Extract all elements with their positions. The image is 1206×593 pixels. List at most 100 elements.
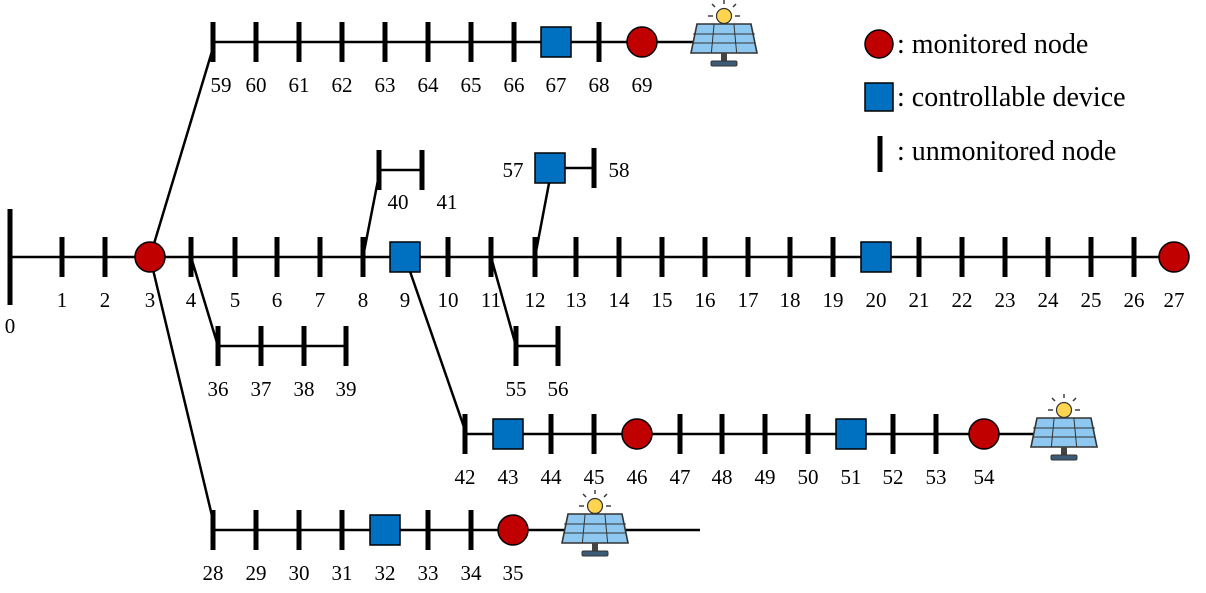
solar-panel-icon xyxy=(690,0,758,67)
node-label-51: 51 xyxy=(841,465,862,489)
node-67-controllable xyxy=(540,26,572,58)
line-link-4-36 xyxy=(189,256,220,347)
node-69-monitored xyxy=(626,26,658,58)
node-label-64: 64 xyxy=(418,73,440,97)
node-label-62: 62 xyxy=(332,73,353,97)
node-label-13: 13 xyxy=(566,288,587,312)
node-label-49: 49 xyxy=(755,465,776,489)
node-57-controllable xyxy=(534,152,566,184)
legend-controllable-marker xyxy=(864,82,894,112)
node-label-23: 23 xyxy=(995,288,1016,312)
node-label-16: 16 xyxy=(695,288,716,312)
node-label-3: 3 xyxy=(145,288,156,312)
node-20-controllable xyxy=(860,241,892,273)
node-label-50: 50 xyxy=(798,465,819,489)
node-label-24: 24 xyxy=(1038,288,1060,312)
node-label-68: 68 xyxy=(589,73,610,97)
node-label-41: 41 xyxy=(437,190,458,214)
node-label-43: 43 xyxy=(498,465,519,489)
line-link-3-59 xyxy=(148,47,215,258)
node-label-22: 22 xyxy=(952,288,973,312)
legend-monitored-label: : monitored node xyxy=(897,29,1088,60)
node-label-48: 48 xyxy=(712,465,733,489)
node-label-1: 1 xyxy=(57,288,68,312)
node-label-67: 67 xyxy=(546,73,567,97)
node-label-30: 30 xyxy=(289,561,310,585)
node-label-18: 18 xyxy=(780,288,801,312)
node-32-controllable xyxy=(369,514,401,546)
node-label-7: 7 xyxy=(315,288,326,312)
node-label-26: 26 xyxy=(1124,288,1145,312)
solar-panels xyxy=(561,0,1098,557)
node-46-monitored xyxy=(621,418,653,450)
node-label-42: 42 xyxy=(455,465,476,489)
node-label-25: 25 xyxy=(1081,288,1102,312)
node-label-17: 17 xyxy=(738,288,759,312)
node-label-65: 65 xyxy=(461,73,482,97)
legend-unmonitored-label: : unmonitored node xyxy=(897,136,1116,167)
legend-monitored-marker xyxy=(864,29,894,59)
node-label-34: 34 xyxy=(461,561,483,585)
node-label-61: 61 xyxy=(289,73,310,97)
node-label-10: 10 xyxy=(438,288,459,312)
node-label-11: 11 xyxy=(481,288,501,312)
node-label-56: 56 xyxy=(548,377,569,401)
node-label-12: 12 xyxy=(525,288,546,312)
node-label-35: 35 xyxy=(503,561,524,585)
line-link-3-28 xyxy=(148,256,215,521)
node-label-46: 46 xyxy=(627,465,648,489)
node-label-58: 58 xyxy=(609,158,630,182)
node-label-40: 40 xyxy=(388,190,409,214)
node-3-monitored xyxy=(134,241,166,273)
line-link-11-55 xyxy=(489,256,518,347)
node-label-45: 45 xyxy=(584,465,605,489)
node-43-controllable xyxy=(492,418,524,450)
node-label-5: 5 xyxy=(230,288,241,312)
network-nodes xyxy=(7,22,1190,550)
node-label-66: 66 xyxy=(504,73,525,97)
node-label-52: 52 xyxy=(883,465,904,489)
node-label-38: 38 xyxy=(294,377,315,401)
node-label-29: 29 xyxy=(246,561,267,585)
node-label-69: 69 xyxy=(632,73,653,97)
node-label-37: 37 xyxy=(251,377,272,401)
line-link-8-40 xyxy=(361,174,381,258)
node-label-59: 59 xyxy=(211,73,232,97)
node-35-monitored xyxy=(497,514,529,546)
node-label-21: 21 xyxy=(909,288,930,312)
node-label-15: 15 xyxy=(652,288,673,312)
network-lines xyxy=(10,40,1174,532)
node-label-27: 27 xyxy=(1164,288,1185,312)
node-9-controllable xyxy=(389,241,421,273)
line-link-9-42 xyxy=(403,256,467,431)
node-label-28: 28 xyxy=(203,561,224,585)
node-label-63: 63 xyxy=(375,73,396,97)
solar-panel-icon xyxy=(561,490,629,557)
node-51-controllable xyxy=(835,418,867,450)
node-label-47: 47 xyxy=(670,465,691,489)
node-label-33: 33 xyxy=(418,561,439,585)
node-label-32: 32 xyxy=(375,561,396,585)
node-label-54: 54 xyxy=(974,465,996,489)
node-label-55: 55 xyxy=(506,377,527,401)
node-label-6: 6 xyxy=(272,288,283,312)
node-label-19: 19 xyxy=(823,288,844,312)
node-label-4: 4 xyxy=(186,288,197,312)
node-label-14: 14 xyxy=(609,288,631,312)
legend-controllable-label: : controllable device xyxy=(897,82,1126,113)
node-label-2: 2 xyxy=(100,288,111,312)
node-label-53: 53 xyxy=(926,465,947,489)
node-label-44: 44 xyxy=(541,465,563,489)
node-label-39: 39 xyxy=(336,377,357,401)
node-label-8: 8 xyxy=(358,288,369,312)
node-27-monitored xyxy=(1158,241,1190,273)
legend: : monitored node : controllable device :… xyxy=(864,29,1126,172)
node-label-36: 36 xyxy=(208,377,229,401)
node-label-60: 60 xyxy=(246,73,267,97)
node-54-monitored xyxy=(968,418,1000,450)
node-label-57: 57 xyxy=(503,158,524,182)
node-label-20: 20 xyxy=(866,288,887,312)
node-label-31: 31 xyxy=(332,561,353,585)
